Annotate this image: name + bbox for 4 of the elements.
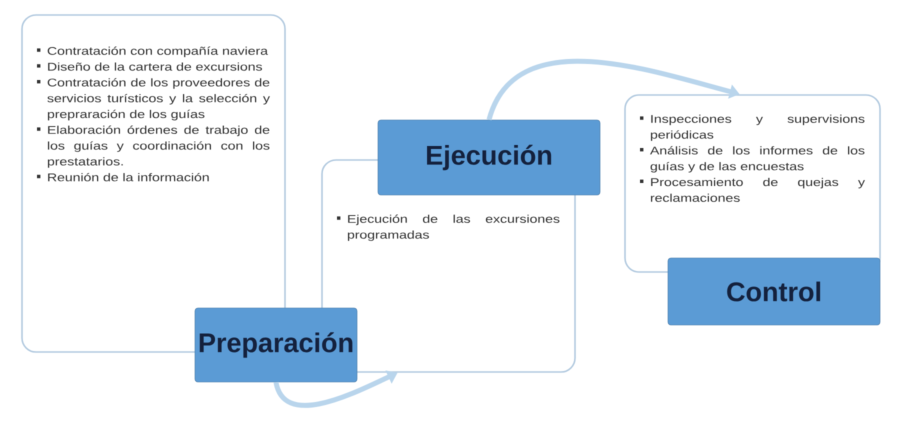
phase-box: Control bbox=[668, 258, 880, 326]
bullet-card: Inspecciones y supervisions periódicas Análisis de los informes de los guías y de las encuestas Procesamiento de quejas y reclamaciones bbox=[624, 94, 881, 273]
phase-box: Ejecución bbox=[378, 120, 600, 196]
phase-box: Preparación bbox=[194, 308, 358, 382]
